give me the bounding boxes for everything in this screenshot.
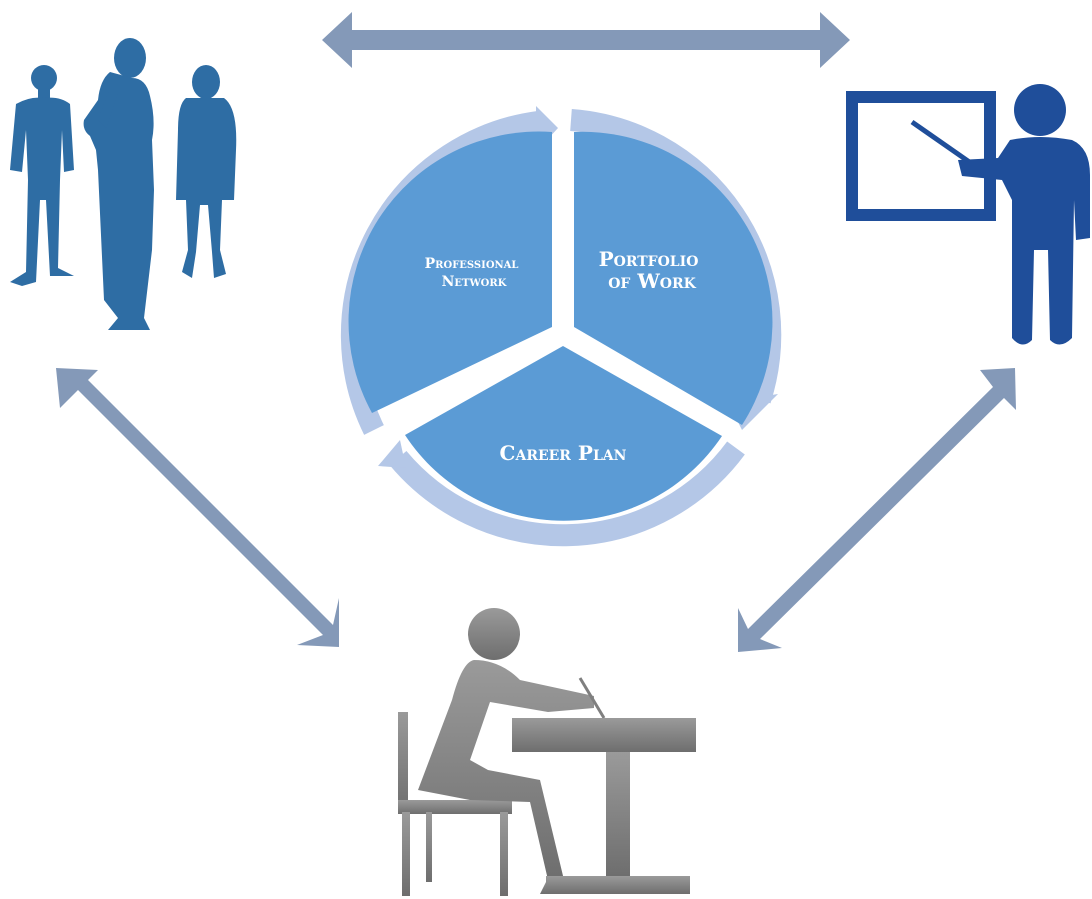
label-professional-network: Professional Network — [425, 256, 524, 290]
ring-arrowhead-career — [378, 440, 406, 468]
teacher-silhouette — [958, 84, 1090, 345]
business-people-icon — [10, 38, 237, 330]
segment-portfolio-of-work — [574, 131, 773, 425]
desk — [512, 718, 696, 894]
connector-arrow-top — [322, 12, 850, 68]
student-at-desk-icon — [398, 608, 696, 896]
connector-arrow-right — [738, 368, 1016, 652]
ring-arrow-career — [389, 441, 745, 547]
pie-segments — [348, 131, 773, 521]
connector-arrow-left — [56, 368, 339, 647]
presentation-board — [846, 91, 996, 221]
teacher-presenting-icon — [846, 84, 1090, 345]
segment-professional-network — [348, 131, 552, 413]
laptop-line — [578, 677, 606, 719]
businesswoman-silhouette — [83, 38, 154, 330]
label-portfolio-of-work: Portfolio of Work — [599, 247, 706, 293]
segment-career-plan — [405, 346, 722, 521]
woman-silhouette — [176, 65, 237, 278]
label-career-plan: Career Plan — [500, 441, 627, 465]
chair — [398, 712, 512, 896]
businessman-silhouette — [10, 65, 74, 286]
